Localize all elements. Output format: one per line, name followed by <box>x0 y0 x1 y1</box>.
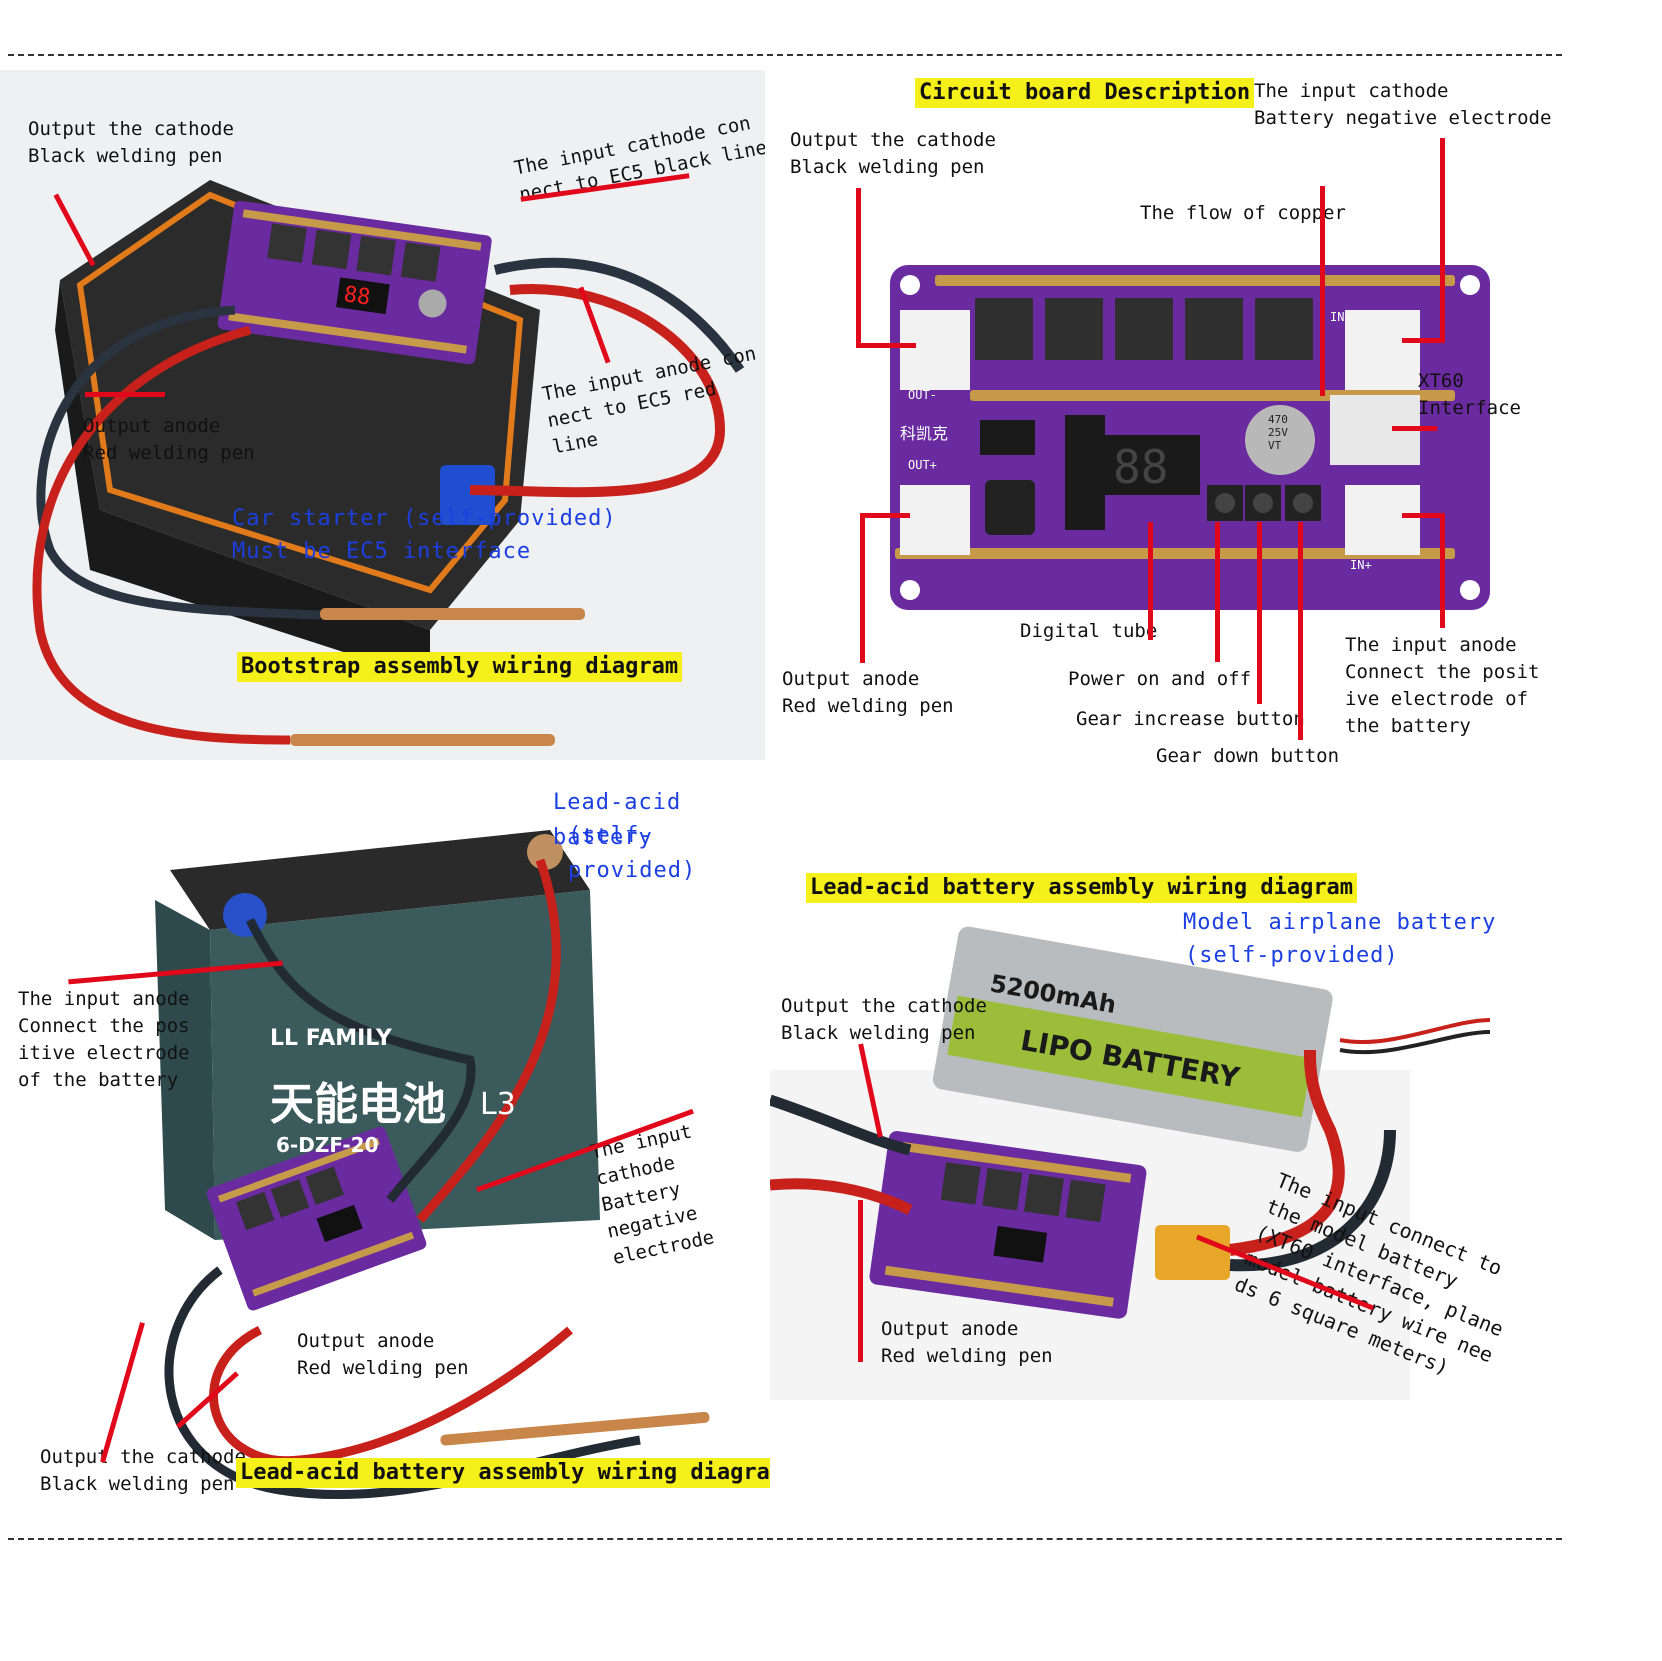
battery-series-text: L3 <box>480 1087 516 1122</box>
board-display: 88 <box>1113 440 1168 494</box>
callout-line <box>1148 522 1153 640</box>
callout-line <box>1402 338 1445 343</box>
callout-line <box>1215 522 1220 662</box>
board-capacitor-label: 470 25V VT <box>1268 413 1288 452</box>
lead-acid-in-anode-label: The input anode Connect the pos itive el… <box>18 988 190 1091</box>
board-gear-down-label: Gear down button <box>1156 745 1340 767</box>
board-out-anode-label: Output anode Red welding pen <box>782 668 954 717</box>
callout-line <box>1257 522 1262 704</box>
lead-acid-title: Lead-acid battery assembly wiring diagra… <box>236 1458 770 1488</box>
board-in-anode-label: The input anode Connect the posit ive el… <box>1345 634 1540 737</box>
top-divider <box>8 54 1562 56</box>
board-power-label: Power on and off <box>1068 668 1252 690</box>
lead-acid-battery-label: Lead-acid battery <box>553 790 682 850</box>
board-in-cathode-label: The input cathode Battery negative elect… <box>1254 80 1552 129</box>
car-starter-label: Car starter (self-provided) <box>232 506 617 531</box>
board-xt60-label: XT60 Interface <box>1418 370 1521 419</box>
callout-line <box>1392 426 1437 431</box>
model-battery-label: Model airplane battery <box>1183 910 1497 935</box>
circuit-board-photo: 88 <box>890 265 1490 610</box>
bottom-divider <box>8 1538 1562 1540</box>
bootstrap-photo: 88 <box>32 180 745 746</box>
battery-model-text: 6-DZF-20 <box>276 1133 379 1157</box>
model-airplane-panel: LIPO BATTERY 5200mAh Lead-acid battery a… <box>770 770 1662 1530</box>
callout-line <box>860 513 865 663</box>
callout-line <box>85 392 165 397</box>
callout-line <box>1440 138 1445 343</box>
bootstrap-title: Bootstrap assembly wiring diagram <box>237 652 683 682</box>
board-in-plus: IN+ <box>1350 558 1372 572</box>
circuit-board-title: Circuit board Description <box>915 78 1255 108</box>
board-out-minus: OUT- <box>908 388 937 402</box>
board-out-plus: OUT+ <box>908 458 937 472</box>
model-self-provided-label: (self-provided) <box>1185 943 1399 968</box>
callout-line <box>1320 186 1325 396</box>
callout-line <box>856 343 916 348</box>
callout-line <box>1298 522 1303 740</box>
model-airplane-title: Lead-acid battery assembly wiring diagra… <box>806 873 1358 903</box>
model-airplane-photo: LIPO BATTERY 5200mAh <box>770 926 1491 1400</box>
bootstrap-out-anode-label: Output anode Red welding pen <box>83 415 255 464</box>
model-out-cathode-label: Output the cathode Black welding pen <box>781 995 987 1044</box>
battery-brand-text: 天能电池 <box>270 1079 446 1130</box>
model-out-anode-label: Output anode Red welding pen <box>881 1318 1053 1367</box>
board-brand: 科凯克 <box>900 424 949 443</box>
board-gear-up-label: Gear increase button <box>1076 708 1305 730</box>
callout-line <box>858 1200 863 1362</box>
board-digital-tube-label: Digital tube <box>1020 620 1158 642</box>
lead-acid-photo <box>155 830 710 1500</box>
bootstrap-out-cathode-label: Output the cathode Black welding pen <box>28 118 234 167</box>
battery-family-text: LL FAMILY <box>270 1026 392 1051</box>
callout-line <box>1402 513 1445 518</box>
callout-line <box>856 188 861 348</box>
callout-line <box>1440 513 1445 628</box>
bootstrap-display: 88 <box>342 282 372 310</box>
ec5-interface-label: Must be EC5 interface <box>232 539 532 564</box>
board-in-minus: IN- <box>1330 310 1352 324</box>
board-out-cathode-label: Output the cathode Black welding pen <box>790 129 996 178</box>
lead-acid-self-provided-label: (self-provided) <box>568 823 697 883</box>
lead-acid-panel: 天能电池 6-DZF-20 L3 LL FAMILY Lead-acid bat… <box>0 770 770 1530</box>
circuit-board-panel: 88 IN- OUT- 科凯克 OUT+ IN+ 470 25V VT Circ… <box>770 70 1662 770</box>
bootstrap-panel: 88 Output the cathode Black welding pen … <box>0 70 765 760</box>
lead-acid-out-cathode-label: Output the cathode Black welding pen <box>40 1446 246 1495</box>
board-copper-label: The flow of copper <box>1140 202 1346 224</box>
lead-acid-out-anode-label: Output anode Red welding pen <box>297 1330 469 1379</box>
callout-line <box>860 513 910 518</box>
